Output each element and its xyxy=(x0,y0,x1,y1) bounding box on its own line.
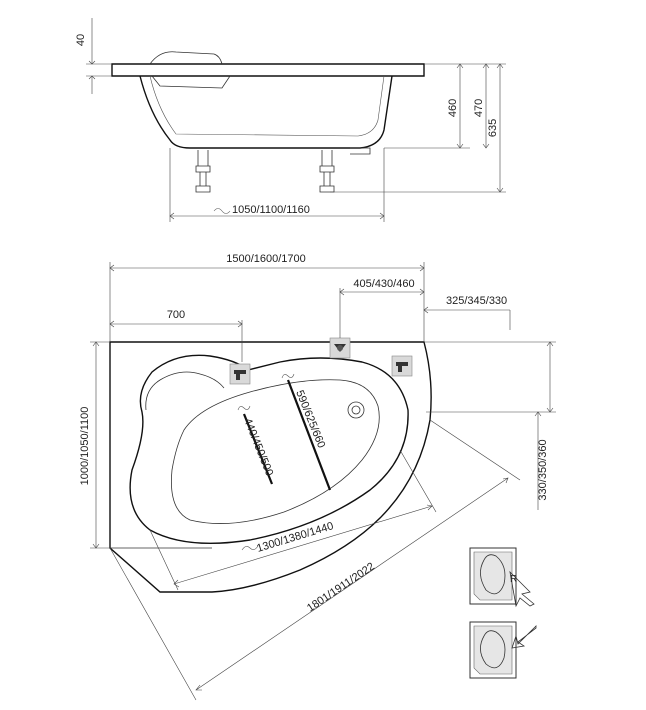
leg-width-label: 1050/1100/1160 xyxy=(232,204,310,216)
overall-length-label: 1500/1600/1700 xyxy=(226,253,306,265)
drain-valve-icon xyxy=(329,337,351,359)
rim-height-label: 40 xyxy=(75,34,87,46)
orientation-left: L xyxy=(469,610,537,679)
inner-height-label: 460 xyxy=(447,99,459,117)
orientation-right: R xyxy=(469,547,535,608)
orientation-left-label: L xyxy=(506,610,512,621)
inner-length-label: 1300/1380/1440 xyxy=(255,520,335,555)
faucet-left-icon xyxy=(229,363,251,385)
right-depth-label: 330/350/360 xyxy=(537,439,549,500)
offset-left-label: 700 xyxy=(167,309,185,321)
body-height-label: 470 xyxy=(473,99,485,117)
drain-offset-label: 405/430/460 xyxy=(353,278,414,290)
faucet-right-icon xyxy=(391,355,413,377)
side-view: 40 460 470 635 1050/1100/1160 xyxy=(75,18,506,222)
overall-height-label: 635 xyxy=(487,119,499,137)
diagonal-label: 1801/1911/2022 xyxy=(305,561,377,615)
orientation-right-label: R xyxy=(510,574,517,585)
depth-label: 1000/1050/1100 xyxy=(79,407,91,486)
inner-width-a-label: 440/450/500 xyxy=(241,417,275,478)
corner-offset-label: 325/345/330 xyxy=(446,295,507,307)
